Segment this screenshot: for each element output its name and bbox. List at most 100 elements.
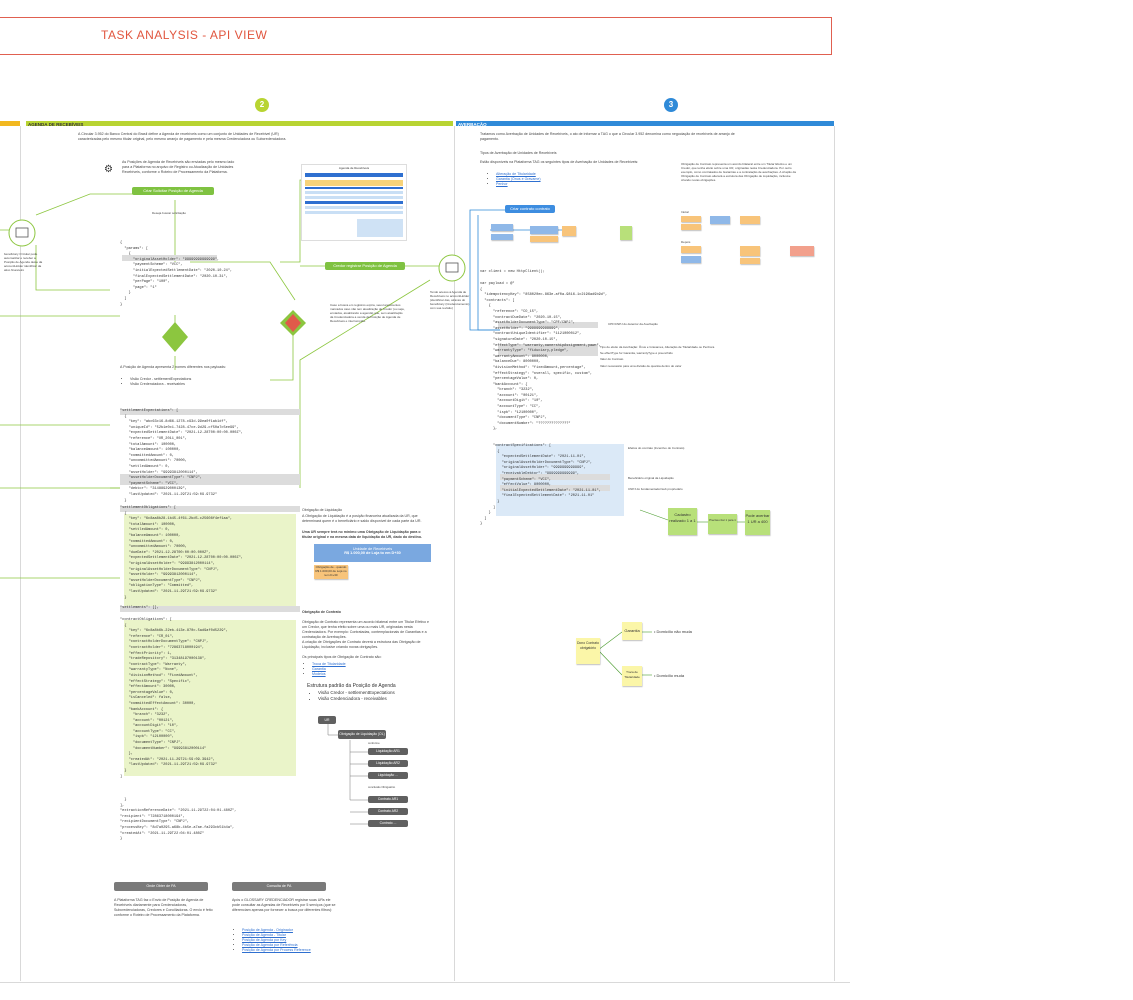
highlight-row (498, 344, 598, 350)
positions-list: Visão Credor - settlementExpectations Vi… (122, 377, 270, 387)
divider (454, 126, 455, 981)
flow-note: Cadastro realizado 1 a 1 (668, 508, 697, 535)
structure-list-item: Visão Credenciadora - receivables (318, 696, 395, 702)
section-bar-2 (26, 121, 453, 126)
cross-node (790, 246, 814, 256)
liquidation-note-2: Uma UR sempre terá no mínimo uma Obrigaç… (302, 530, 423, 539)
contract-type-link[interactable]: Modelos (312, 672, 326, 676)
highlight-row (498, 322, 598, 328)
settlement-expectations-code: "settlementExpectations": [ { "key": "ab… (120, 409, 243, 503)
averbacao-spec-code: "contractSpecifications": [ { "expectedS… (480, 444, 601, 527)
people-icon: ⚙ (104, 164, 113, 175)
mindmap-leaf-text: Domicílio muda (656, 673, 685, 678)
agenda-small-note: Deseja buscar solicitação (152, 211, 187, 215)
section-label-agenda: AGENDA DE RECEBÍVEIS (28, 122, 84, 127)
flow-node (530, 226, 558, 234)
contract-types-title: Os principais tipos de Obrigação de Cont… (302, 655, 382, 659)
bottom-divider (0, 982, 850, 983)
system-icon-right (438, 254, 466, 282)
structure-title: Estrutura padrão da Posição de Agenda (307, 683, 396, 689)
tree-child: Obrigação de Liquidação (OL) (338, 730, 386, 739)
footer-right-note: Após o GLOSSARY CREDENCIADOR registrar s… (232, 898, 336, 912)
flow-node (562, 226, 576, 236)
footer-link[interactable]: Posição de Agenda - Titular (242, 933, 286, 937)
agenda-intro: A Circular 3.952 do Banco Central do Bra… (78, 132, 287, 141)
cross-node (681, 256, 701, 263)
highlight-row (500, 485, 610, 491)
section-bar-1 (0, 121, 20, 126)
title-box: TASK ANALYSIS - API VIEW (0, 17, 832, 55)
highlight-row (120, 474, 300, 485)
table-row (305, 187, 403, 189)
table-row (305, 191, 403, 194)
agenda-request-payload: { "params": [ { "originalAssetHolder": "… (120, 241, 233, 307)
highlight-block (124, 620, 296, 776)
section-bar-3 (456, 121, 834, 126)
positions-list-item: Visão Credenciadora - receivables (130, 382, 270, 387)
decision-note: Caso a busca em registros expira, seus l… (330, 303, 405, 323)
agenda-query-button[interactable]: Consulta de PA (232, 882, 326, 891)
cross-node (681, 216, 701, 222)
annotation: Se effectType for Garantia, warrantyType… (600, 351, 673, 355)
ur-box-value: R$ 1.000,00 de Loja to em D+30 (344, 551, 401, 555)
spec-highlight (496, 444, 624, 516)
positions-list-item: Visão Credor - settlementExpectations (130, 377, 270, 382)
cross-label: Depois (681, 240, 691, 244)
contract-type-link[interactable]: Troca de Titularidade (312, 662, 346, 666)
agenda-send-button[interactable]: Onde Obter de PA (114, 882, 208, 891)
footer-link[interactable]: Posição de Agenda por Process Reference (242, 948, 311, 952)
tree-leaf: Liquidação AR1 (368, 748, 408, 755)
footer-link[interactable]: Posição de Agenda - Originador (242, 928, 293, 932)
contract-type-link[interactable]: Garantia (312, 667, 326, 671)
annotation: Beneficiário original da Liquidação (628, 476, 674, 480)
footer-links: Posição de Agenda - Originador Posição d… (234, 928, 311, 953)
step-3-circle: 3 (664, 98, 678, 112)
averbacao-type-link[interactable]: Alteração de Titularidade (496, 172, 536, 176)
tree-leaf: Contrato AR2 (368, 808, 408, 815)
tree-group-1: conforme (368, 741, 380, 745)
cross-node (710, 216, 730, 224)
annotation: CPF/CNPJ do detentor da Averbação (608, 322, 658, 326)
table-row (305, 180, 403, 186)
flow-note: Precisa criar 1 para 1 (708, 514, 737, 534)
flow-node (491, 224, 513, 231)
averbacao-type-link[interactable]: Garantia (Ônus e Gravame) (496, 177, 541, 181)
page-title: TASK ANALYSIS - API VIEW (101, 28, 268, 42)
create-contract-button[interactable]: Criar contrato contrato (505, 205, 555, 213)
averbacao-type-link[interactable]: Penhor (496, 182, 508, 186)
footer-link[interactable]: Posição de Agenda por Key (242, 938, 287, 942)
highlight-row (120, 409, 300, 415)
contract-types-list: Troca de Titularidade Garantia Modelos (304, 662, 346, 677)
averbacao-payload-code: var payload = @" { "idempotencyKey": "85… (480, 282, 608, 432)
liquidation-note: A Obrigação de Liquidação é a posição fi… (302, 514, 422, 523)
divider (834, 126, 835, 981)
flow-node (491, 234, 513, 240)
positions-intro: A Posição de Agenda apresenta 2 nomes di… (120, 365, 226, 369)
divider (20, 126, 21, 981)
decision-diamond-red (285, 314, 301, 332)
update-position-button[interactable]: Credor registrar Posição de Agenda (325, 262, 405, 270)
table-row (305, 201, 403, 204)
settlement-obligations-code: "settlementObligations": [ { "key": "6c8… (120, 506, 243, 600)
averbacao-intro: Tratamos como Averbação de Unidades de R… (480, 132, 735, 141)
tree-leaf: Liquidação ... (368, 772, 408, 779)
mindmap-center: Dono Contrato obrigatório (576, 638, 600, 664)
structure-list: Visão Credor - settlementExpectations Vi… (310, 690, 395, 702)
table-block (357, 219, 403, 237)
tree-root: UR (318, 716, 336, 724)
table-row (305, 211, 403, 214)
create-request-button[interactable]: Criar Solicitar Posição de Agenda (132, 187, 214, 195)
annotation: Valor necessário para uma divisão de qua… (600, 364, 682, 368)
tree-leaf: Contrato AR1 (368, 796, 408, 803)
settlements-code: "settlements": [], (120, 606, 159, 610)
tree-group-2: conclusão Obrigatório (368, 785, 396, 789)
footer-link[interactable]: Posição de Agenda por Referência (242, 943, 298, 947)
averbacao-client-code: var client = new HttpClient(); (480, 270, 545, 274)
mindmap-leaf: • Domicílio não muda (654, 629, 692, 634)
highlight-row (498, 350, 598, 356)
cross-node (740, 258, 760, 264)
mindmap-leaf-text: Domicílio não muda (656, 629, 692, 634)
footer-left-note: A Plataforma TAG faz o Envio de Posição … (114, 898, 213, 917)
annotation: Efeitos do contrato (Incentivo do Contra… (628, 446, 685, 450)
